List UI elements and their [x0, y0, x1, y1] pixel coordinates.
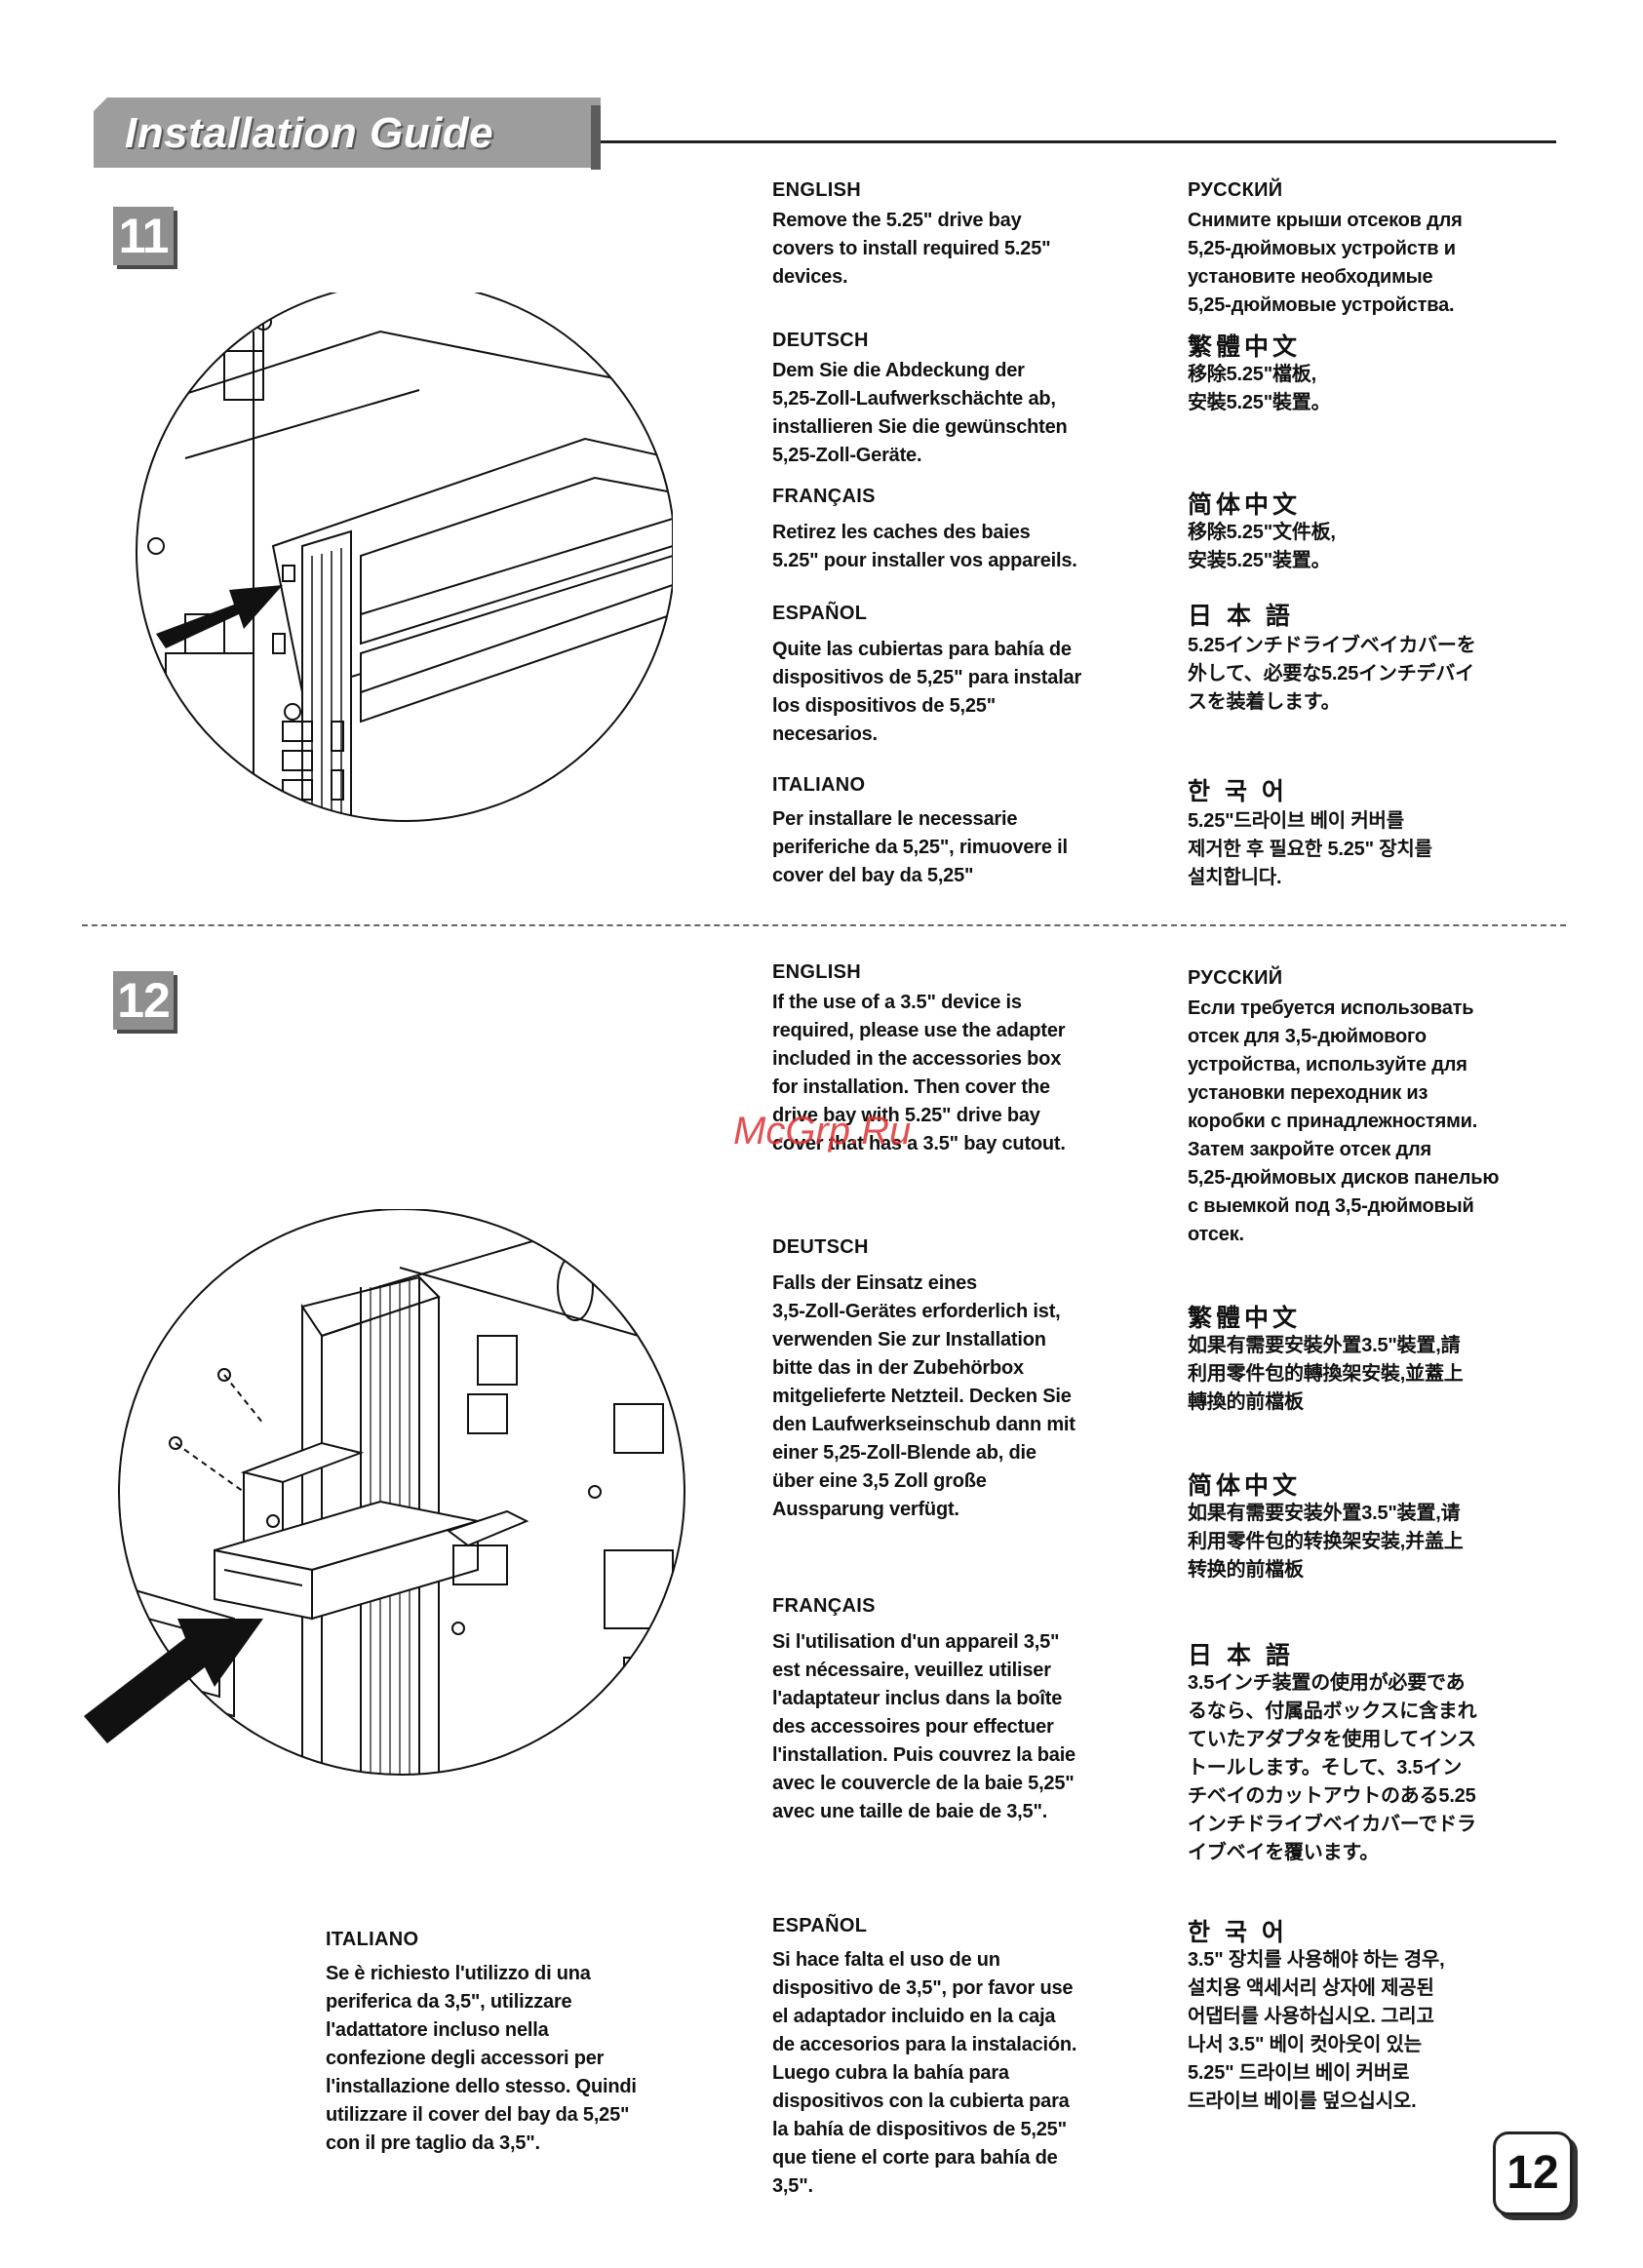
step12-russian-text: Если требуется использовать отсек для 3,… [1188, 997, 1500, 1245]
step11-italiano-text: Per installare le necessarie periferiche… [772, 808, 1068, 886]
step12-korean-text: 3.5" 장치를 사용해야 하는 경우, 설치용 액세서리 상자에 제공된 어댑… [1188, 1949, 1445, 2112]
step12-francais-text: Si l'utilisation d'un appareil 3,5" est … [772, 1631, 1076, 1822]
step-number-12: 12 [113, 971, 174, 1030]
header-rule [601, 140, 1556, 143]
step11-trad-chinese-label: 繁體中文 [1188, 333, 1302, 361]
step11-deutsch-text: Dem Sie die Abdeckung der 5,25-Zoll-Lauf… [772, 360, 1068, 466]
step11-simp-chinese-label: 简体中文 [1188, 491, 1302, 519]
page-title: Installation Guide [125, 109, 494, 157]
step12-trad-chinese-text: 如果有需要安裝外置3.5"裝置,請 利用零件包的轉換架安裝,並蓋上 轉換的前檔板 [1188, 1335, 1464, 1413]
step12-deutsch-label: DEUTSCH [772, 1236, 869, 1258]
page-number: 12 [1493, 2131, 1573, 2215]
drive-bay-cover-illustration [136, 293, 673, 822]
step11-english-label: ENGLISH [772, 179, 861, 201]
step12-italiano-text: Se è richiesto l'utilizzo di una perifer… [326, 1963, 637, 2154]
step11-espanol-label: ESPAÑOL [772, 603, 868, 624]
step12-trad-chinese-label: 繁體中文 [1188, 1305, 1302, 1332]
step11-espanol-text: Quite las cubiertas para bahía de dispos… [772, 639, 1082, 745]
step11-deutsch-label: DEUTSCH [772, 330, 869, 351]
step12-japanese-label: 日 本 語 [1188, 1642, 1294, 1669]
step11-korean-text: 5.25"드라이브 베이 커버를 제거한 후 필요한 5.25" 장치를 설치합… [1188, 810, 1432, 888]
step11-simp-chinese-text: 移除5.25"文件板, 安装5.25"装置。 [1188, 522, 1336, 571]
step12-korean-label: 한 국 어 [1188, 1919, 1288, 1946]
step12-francais-label: FRANÇAIS [772, 1595, 876, 1617]
step12-english-label: ENGLISH [772, 961, 861, 983]
step11-english-text: Remove the 5.25" drive bay covers to ins… [772, 210, 1051, 288]
step12-italiano-label: ITALIANO [326, 1929, 419, 1950]
step12-deutsch-text: Falls der Einsatz eines 3,5-Zoll-Gerätes… [772, 1272, 1076, 1520]
step11-russian-label: РУССКИЙ [1188, 179, 1283, 201]
section-divider [82, 924, 1566, 926]
step11-russian-text: Снимите крыши отсеков для 5,25-дюймовых … [1188, 210, 1463, 316]
watermark: McGrp.Ru [733, 1110, 912, 1153]
step11-japanese-text: 5.25インチドライブベイカバーを 外して、必要な5.25インチデバイ スを装着… [1188, 635, 1476, 713]
header-tab [94, 98, 601, 168]
step-number-11: 11 [113, 207, 174, 265]
step11-francais-label: FRANÇAIS [772, 486, 876, 507]
step12-english-text: If the use of a 3.5" device is required,… [772, 992, 1066, 1154]
step11-japanese-label: 日 本 語 [1188, 603, 1294, 630]
step12-espanol-label: ESPAÑOL [772, 1915, 868, 1936]
adapter-installation-illustration [84, 1209, 685, 1776]
step12-espanol-text: Si hace falta el uso de un dispositivo d… [772, 1949, 1077, 2197]
step12-russian-label: РУССКИЙ [1188, 967, 1283, 989]
step12-simp-chinese-label: 简体中文 [1188, 1472, 1302, 1500]
step12-simp-chinese-text: 如果有需要安装外置3.5"装置,请 利用零件包的转换架安装,并盖上 转换的前檔板 [1188, 1503, 1464, 1581]
step11-francais-text: Retirez les caches des baies 5.25" pour … [772, 522, 1077, 571]
step11-trad-chinese-text: 移除5.25"檔板, 安裝5.25"裝置。 [1188, 364, 1331, 413]
step12-japanese-text: 3.5インチ装置の使用が必要であ るなら、付属品ボックスに含まれ ていたアダプタ… [1188, 1672, 1477, 1863]
step11-korean-label: 한 국 어 [1188, 778, 1288, 805]
step11-italiano-label: ITALIANO [772, 774, 866, 796]
header-tab-shadow [591, 105, 601, 170]
